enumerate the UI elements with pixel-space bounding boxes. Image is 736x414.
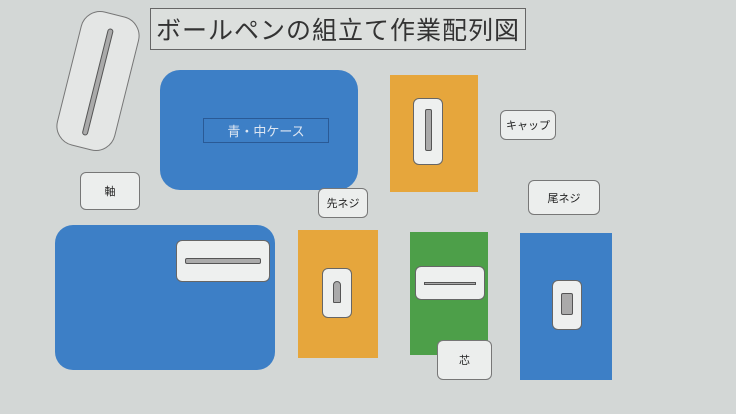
refill-card (415, 266, 485, 300)
tail-screw-callout: 尾ネジ (528, 180, 600, 215)
cap-callout: キャップ (500, 110, 556, 140)
tail-screw-card (552, 280, 582, 330)
cap-icon (425, 109, 432, 151)
barrel-icon (185, 258, 261, 264)
refill-callout: 芯 (437, 340, 492, 380)
cap-card (413, 98, 443, 165)
front-screw-card (322, 268, 352, 318)
front-screw-callout: 先ネジ (318, 188, 368, 218)
page-title: ボールペンの組立て作業配列図 (150, 8, 526, 50)
case-area (160, 70, 358, 190)
pen-icon (81, 27, 114, 137)
refill-icon (424, 282, 476, 285)
pen-illustration (52, 6, 144, 156)
barrel-card (176, 240, 270, 282)
front-screw-icon (333, 281, 341, 303)
case-label: 青・中ケース (203, 118, 329, 143)
barrel-callout: 軸 (80, 172, 140, 210)
tail-screw-icon (561, 293, 573, 315)
